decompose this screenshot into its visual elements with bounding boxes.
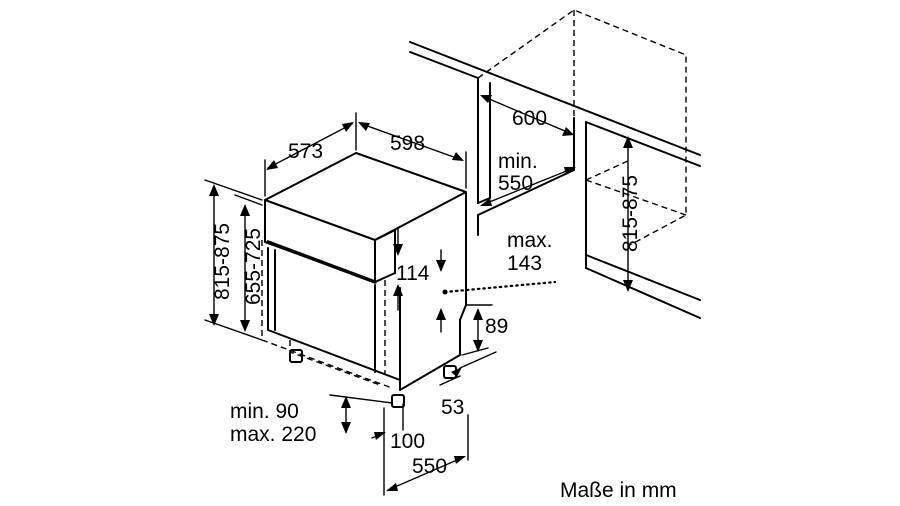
- label-89: 89: [485, 315, 508, 338]
- foot: [289, 349, 457, 408]
- label-min-550-line2: 550: [498, 172, 533, 195]
- label-min-90: min. 90: [230, 400, 299, 423]
- units-note: Maße in mm: [560, 479, 677, 502]
- label-655-725: 655-725: [242, 228, 265, 305]
- label-53: 53: [441, 396, 464, 419]
- installation-niche: [409, 9, 701, 319]
- label-max-220: max. 220: [230, 423, 316, 446]
- label-min-550-line1: min.: [498, 150, 538, 173]
- label-815-875-left: 815-875: [211, 223, 234, 300]
- label-815-875-niche: 815-875: [619, 175, 642, 252]
- label-573: 573: [288, 140, 323, 163]
- label-max-143-line1: max.: [507, 229, 553, 252]
- dishwasher-body: [261, 152, 467, 408]
- label-600: 600: [512, 107, 547, 130]
- label-100: 100: [390, 430, 425, 453]
- label-598: 598: [390, 132, 425, 155]
- label-114: 114: [396, 262, 430, 285]
- dimension-labels: 598 573 600 min. 550 815-875 655-725 815…: [211, 107, 677, 502]
- label-550-bottom: 550: [412, 455, 447, 478]
- label-max-143-line2: 143: [507, 252, 542, 275]
- dimension-lines: [204, 95, 633, 496]
